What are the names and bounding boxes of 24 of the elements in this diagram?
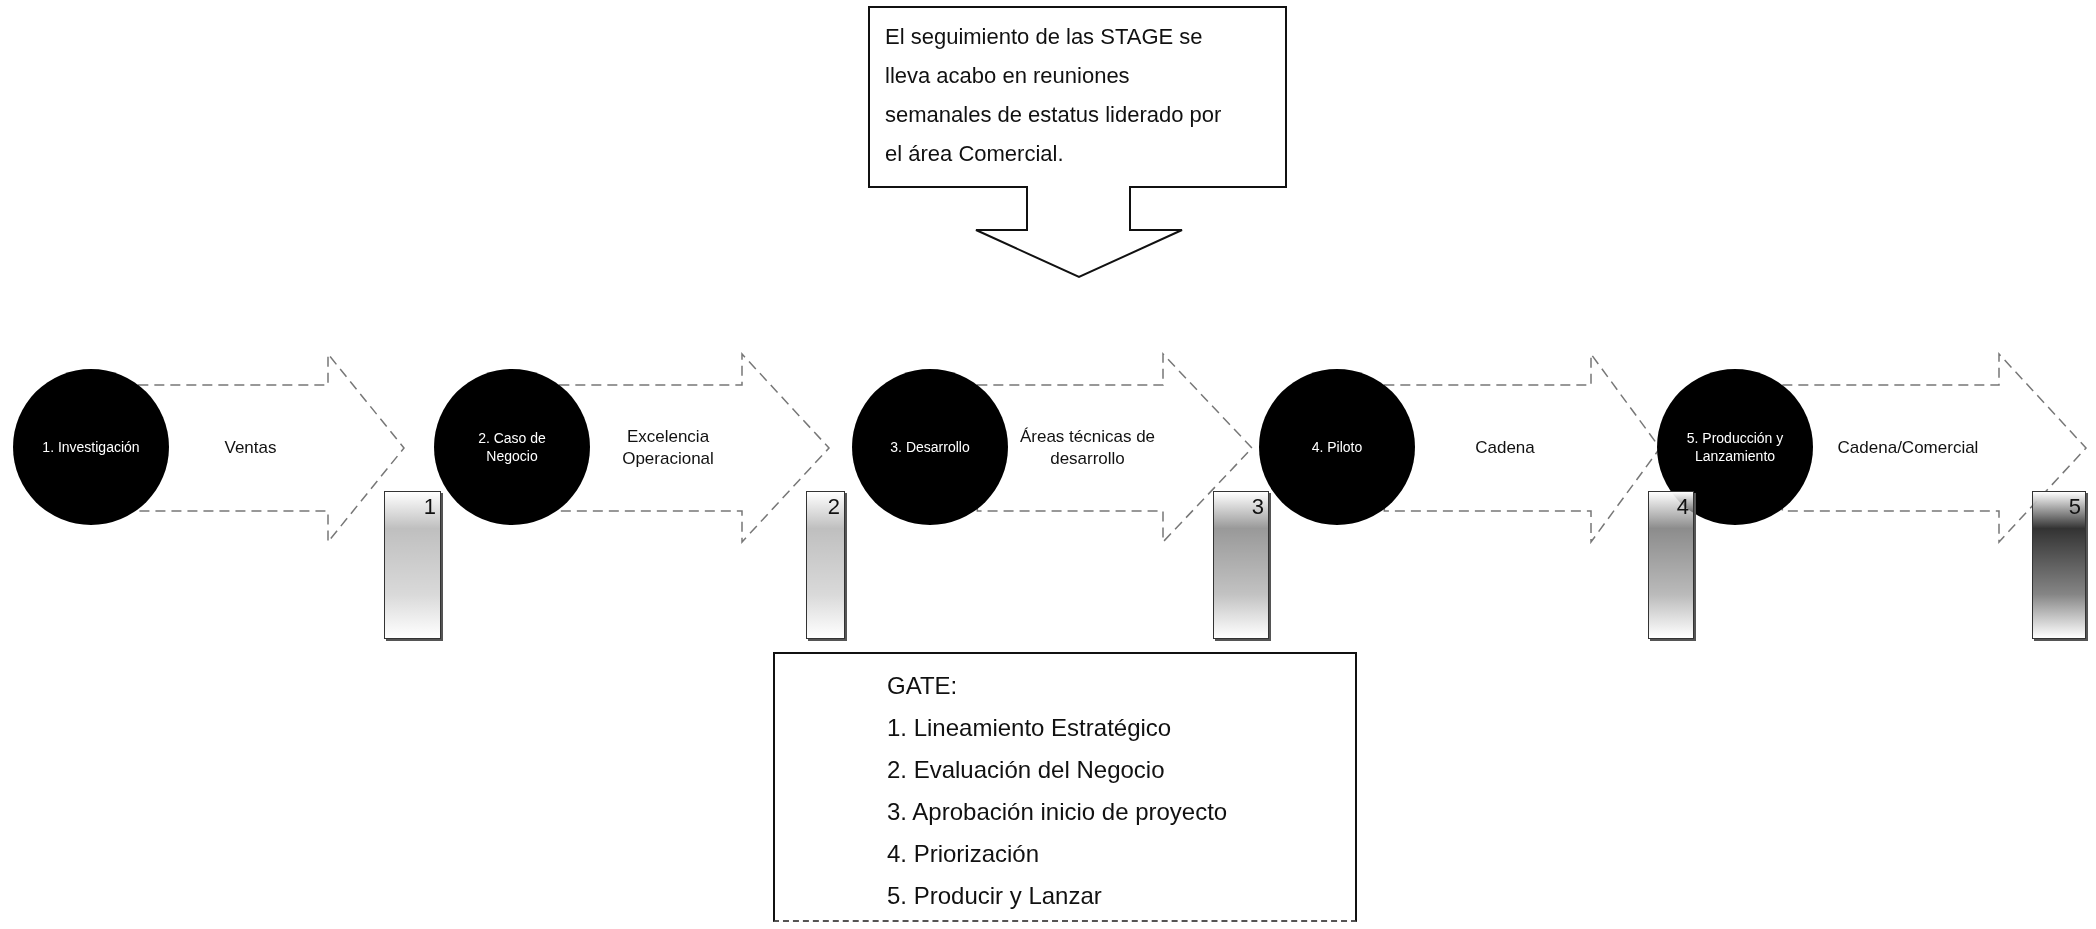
gate-marker bbox=[384, 491, 441, 639]
stage-label: 4. Piloto bbox=[1310, 438, 1364, 456]
gate-number: 1 bbox=[423, 494, 436, 520]
gate-number: 4 bbox=[1676, 494, 1689, 520]
gate-list-item: 3. Aprobación inicio de proyecto bbox=[887, 798, 1228, 826]
gate-list-item: 2. Evaluación del Negocio bbox=[887, 756, 1165, 784]
gate-marker bbox=[1213, 491, 1269, 639]
block-arrow bbox=[1781, 352, 2088, 544]
stage-label: 5. Producción y Lanzamiento bbox=[1685, 429, 1785, 465]
gate-marker bbox=[1648, 491, 1694, 639]
gate-list-item: 1. Lineamiento Estratégico bbox=[887, 714, 1172, 742]
gate-list-box bbox=[773, 652, 1357, 922]
stage-label: 2. Caso de Negocio bbox=[477, 429, 547, 465]
gate-list-item: 4. Priorización bbox=[887, 840, 1040, 868]
stage-label: 3. Desarrollo bbox=[889, 438, 971, 456]
gate-number: 5 bbox=[2068, 494, 2081, 520]
callout-text: El seguimiento de las STAGE se lleva acabo en reuniones semanales de estatus liderado por el área Comercial. bbox=[885, 23, 1223, 168]
gate-heading: GATE: bbox=[887, 672, 958, 700]
gate-number: 2 bbox=[827, 494, 840, 520]
gate-marker bbox=[2032, 491, 2086, 639]
gate-marker bbox=[806, 491, 845, 639]
stage-label: 1. Investigación bbox=[41, 438, 141, 456]
gate-list-item: 5. Producir y Lanzar bbox=[887, 882, 1102, 910]
gate-number: 3 bbox=[1251, 494, 1264, 520]
